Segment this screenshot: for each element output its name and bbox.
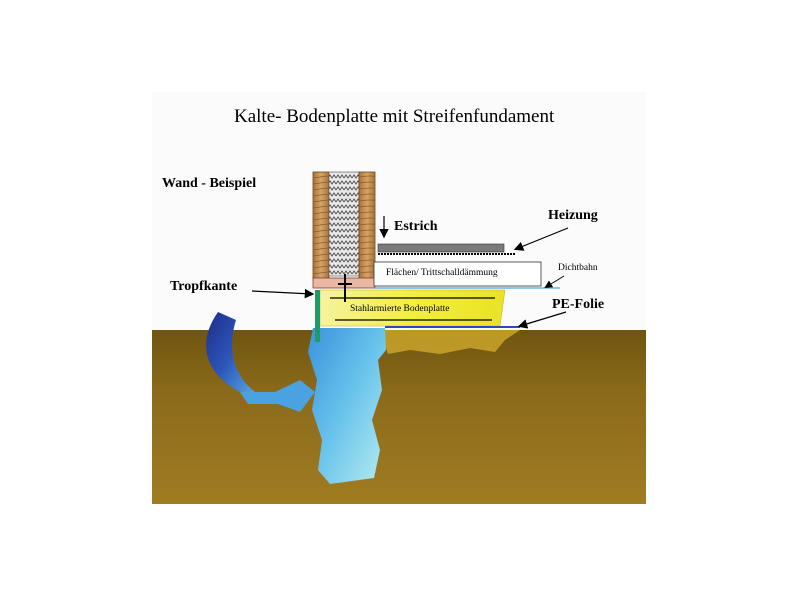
label-pe-folie: PE-Folie bbox=[552, 297, 605, 312]
label-bodenplatte: Stahlarmierte Bodenplatte bbox=[350, 304, 450, 314]
label-tropfkante: Tropfkante bbox=[170, 279, 238, 294]
heizung-arrow bbox=[513, 227, 569, 251]
label-estrich: Estrich bbox=[394, 219, 438, 234]
strip-foundation bbox=[308, 328, 386, 484]
soil-fill-under-slab bbox=[380, 330, 520, 354]
insulation-layer bbox=[373, 261, 542, 287]
heating-layer bbox=[377, 243, 505, 253]
label-wand-beispiel: Wand - Beispiel bbox=[162, 176, 257, 191]
tropfkante-arrow bbox=[251, 288, 315, 299]
diagram-title: Kalte- Bodenplatte mit Streifenfundament bbox=[234, 106, 555, 127]
wall-left-grain bbox=[313, 172, 329, 280]
water-arrow-head bbox=[240, 380, 315, 412]
wall-right-grain bbox=[359, 172, 375, 280]
wall-insulation-core bbox=[328, 171, 360, 277]
label-dichtbahn: Dichtbahn bbox=[558, 263, 598, 273]
edge-seal bbox=[315, 290, 320, 342]
soil-layer bbox=[152, 330, 646, 504]
pe-folie-arrow bbox=[517, 311, 567, 329]
water-arrow-body bbox=[206, 312, 258, 394]
dichtbahn-arrow bbox=[544, 275, 565, 289]
label-heizung: Heizung bbox=[548, 208, 598, 223]
label-daemmung: Flächen/ Trittschalldämmung bbox=[386, 268, 498, 278]
